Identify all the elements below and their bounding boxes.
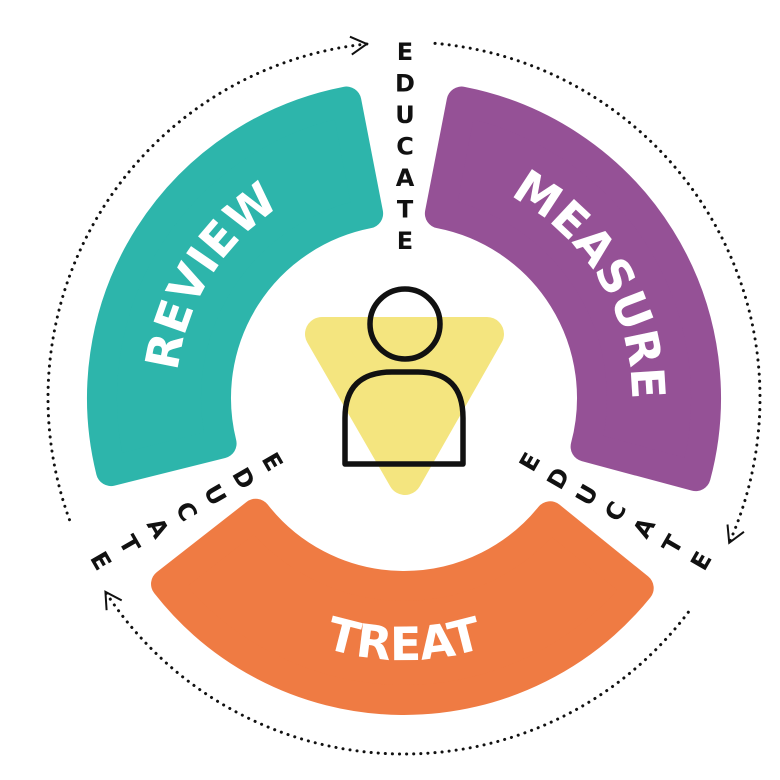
educate-letter: E — [256, 448, 288, 476]
arrowhead-icon — [726, 524, 745, 545]
educate-letter: C — [170, 497, 203, 526]
educate-letter: T — [657, 530, 690, 559]
treat-label: TREAT — [322, 606, 487, 671]
educate-letter: E — [397, 227, 413, 255]
arrowhead-icon — [104, 590, 123, 611]
person-icon — [342, 286, 466, 467]
educate-letter: D — [226, 463, 260, 494]
educate-letter: D — [541, 463, 575, 494]
educate-letter: U — [570, 480, 604, 511]
educate-letter: E — [514, 448, 546, 476]
cycle-dotted-arrows — [46, 35, 762, 756]
dotted-arc — [103, 590, 690, 756]
educate-letter: E — [397, 38, 413, 66]
educate-letter: C — [396, 133, 414, 161]
educate-letter: D — [395, 70, 415, 98]
educate-letter: E — [84, 547, 116, 575]
educate-letter: T — [113, 530, 146, 559]
educate-letter: A — [396, 164, 415, 192]
dotted-arc — [433, 41, 762, 545]
educate-letter: T — [397, 196, 414, 224]
educate-letter: U — [198, 480, 232, 511]
educate-letter: A — [141, 513, 175, 543]
center-triangle — [305, 317, 504, 495]
educate-letter: E — [685, 547, 717, 575]
arrowhead-icon — [349, 35, 369, 56]
educate-letter: A — [628, 513, 662, 543]
review-segment — [87, 86, 384, 487]
educate-letter: U — [395, 101, 415, 129]
treat-segment — [151, 498, 654, 715]
measure-segment — [424, 86, 721, 492]
educate-letter: C — [599, 497, 632, 526]
